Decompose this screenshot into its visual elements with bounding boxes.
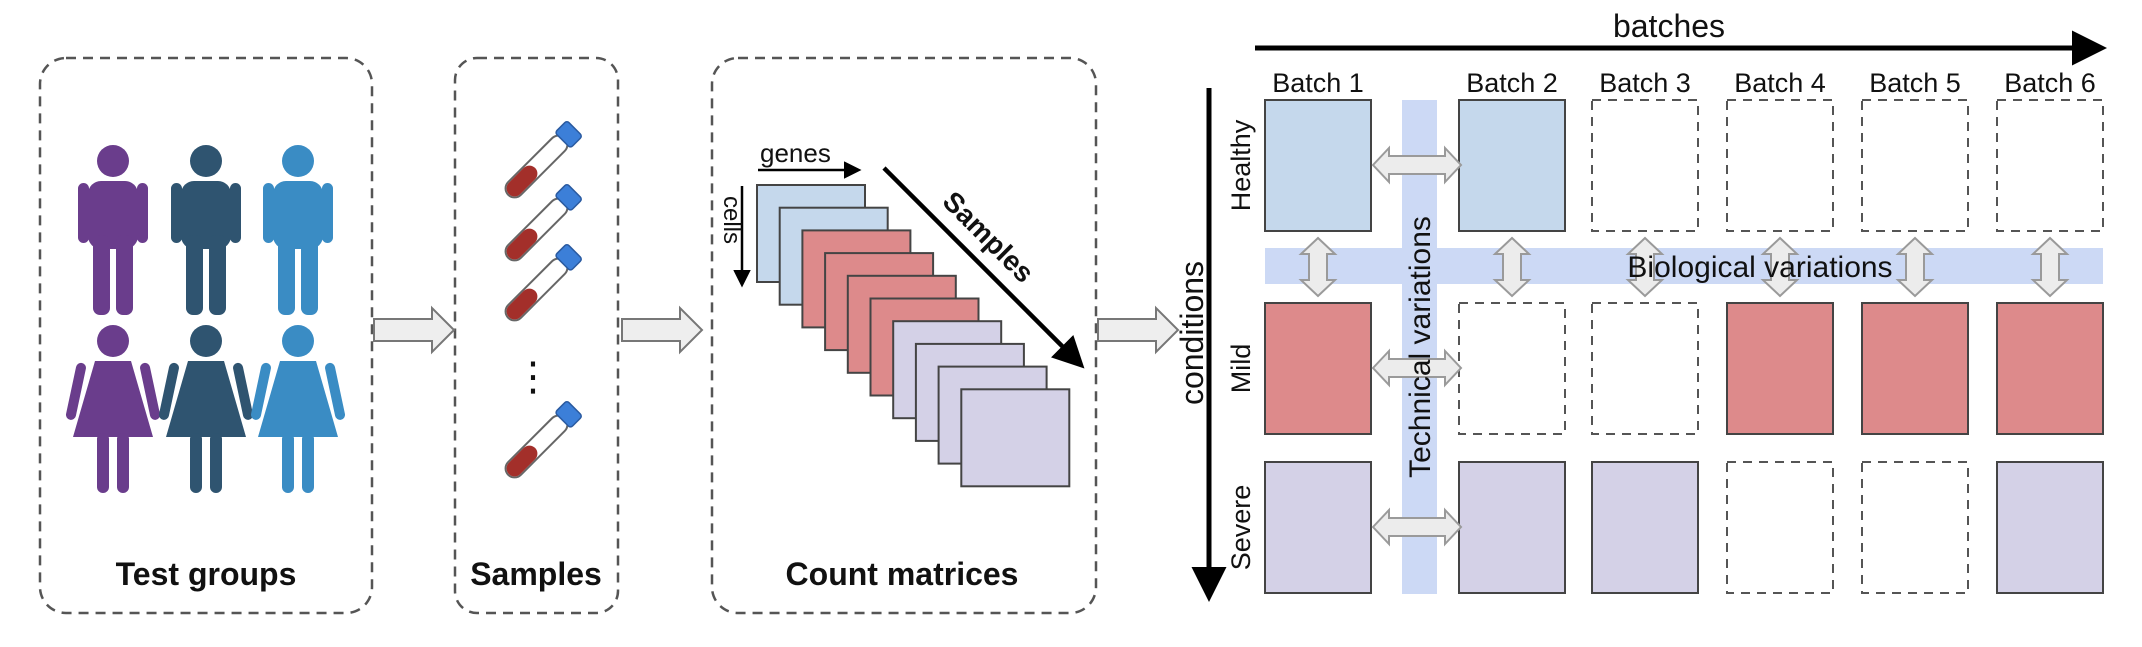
person-icon	[263, 145, 333, 315]
samples-title: Samples	[470, 556, 602, 592]
condition-label: Healthy	[1226, 119, 1256, 211]
flow-arrow-icon	[1097, 305, 1180, 355]
condition-label: Severe	[1226, 485, 1256, 571]
double-arrow-icon	[1371, 145, 1463, 185]
flow-arrows	[373, 305, 1180, 355]
grid-cell-empty	[1591, 302, 1699, 435]
biological-variation-band	[1265, 248, 2103, 284]
samples-ellipsis: ⋮	[513, 355, 553, 399]
matrix-stack	[756, 184, 1071, 488]
grid-cell-filled	[1996, 461, 2104, 594]
batch-label: Batch 1	[1272, 68, 1364, 98]
count-matrices-title: Count matrices	[786, 556, 1019, 592]
grid-cell-empty	[1861, 99, 1969, 232]
samples-diagonal-arrow	[882, 166, 1085, 369]
people-group	[65, 145, 346, 493]
test-tube-icon	[504, 401, 582, 479]
samples-panel	[453, 56, 620, 615]
test-tube-icon	[504, 184, 582, 262]
genes-label: genes	[760, 138, 831, 168]
grid-cell-filled	[1996, 302, 2104, 435]
grid-cell-filled	[1726, 302, 1834, 435]
double-arrow-icon	[1895, 236, 1935, 298]
grid-cell-empty	[1458, 302, 1566, 435]
person-icon	[65, 325, 161, 493]
grid-cell-filled	[1458, 99, 1566, 232]
batches-axis-label: batches	[1613, 8, 1725, 44]
grid-cell-filled	[1591, 461, 1699, 594]
batch-label: Batch 4	[1734, 68, 1826, 98]
batch-label: Batch 2	[1466, 68, 1558, 98]
grid-cell-empty	[1726, 461, 1834, 594]
person-icon	[158, 325, 254, 493]
technical-variation-band	[1402, 100, 1437, 594]
technical-variation-label: Technical variations	[1404, 216, 1437, 478]
batch-label: Batch 5	[1869, 68, 1961, 98]
flow-arrow-icon	[373, 305, 456, 355]
grid-cell-filled	[1458, 461, 1566, 594]
grid-cell-empty	[1996, 99, 2104, 232]
grid-cell-filled	[1264, 302, 1372, 435]
double-arrow-icon	[1371, 348, 1463, 388]
person-icon	[78, 145, 148, 315]
double-arrow-icon	[1492, 236, 1532, 298]
test-groups-title: Test groups	[116, 556, 297, 592]
double-arrow-icon	[1760, 236, 1800, 298]
grid-cell-empty	[1861, 461, 1969, 594]
count-matrix-sheet	[960, 388, 1071, 488]
test-tube-icon	[504, 121, 582, 199]
biological-variation-label: Biological variations	[1627, 251, 1892, 284]
flow-arrow-icon	[621, 305, 704, 355]
test-tube-icon	[504, 244, 582, 322]
grid-cell-filled	[1861, 302, 1969, 435]
grid-cell-filled	[1264, 99, 1372, 232]
batch-label: Batch 6	[2004, 68, 2096, 98]
double-arrow-icon	[2030, 236, 2070, 298]
person-icon	[250, 325, 346, 493]
double-arrow-icon	[1371, 507, 1463, 547]
person-icon	[171, 145, 241, 315]
batch-label: Batch 3	[1599, 68, 1691, 98]
cells-label: cells	[718, 196, 745, 244]
double-arrow-icon	[1298, 236, 1338, 298]
double-arrow-icon	[1625, 236, 1665, 298]
grid-cell-filled	[1264, 461, 1372, 594]
grid-cell-empty	[1726, 99, 1834, 232]
condition-label: Mild	[1226, 344, 1256, 394]
conditions-axis-label: conditions	[1174, 261, 1210, 405]
variation-arrows	[1298, 145, 2070, 547]
grid-cell-empty	[1591, 99, 1699, 232]
sample-tubes	[504, 121, 582, 479]
batch-condition-grid: Batch 1 Batch 2 Batch 3 Batch 4 Batch 5 Batch…	[1226, 68, 2104, 594]
